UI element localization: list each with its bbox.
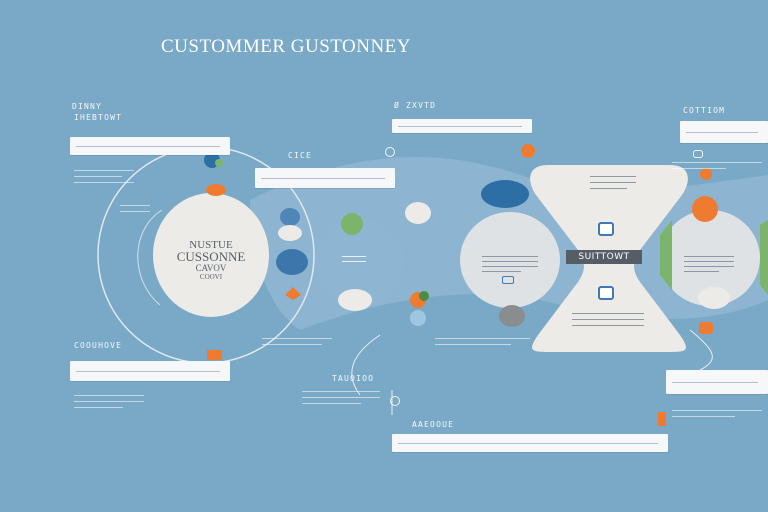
process-node-text xyxy=(482,256,538,272)
text-lines xyxy=(435,338,530,345)
green-wedge xyxy=(760,220,768,295)
orange-accent xyxy=(285,287,301,300)
bar-line xyxy=(76,146,220,147)
small-node-light xyxy=(278,225,302,241)
info-bar xyxy=(666,370,768,394)
label-bottom-caption: AAEOOUE xyxy=(412,420,455,429)
mid-circle xyxy=(316,218,404,306)
result-node-text xyxy=(684,256,734,272)
orange-accent xyxy=(521,144,535,158)
monitor-icon xyxy=(598,286,614,300)
label-top-right: COTTIOM xyxy=(683,106,726,115)
main-node-label: NUSTUE CUSSONNE CAVOV COOVI xyxy=(153,240,269,282)
diagram-title: CUSTOMMER GUSTONNEY xyxy=(160,36,412,57)
small-node-light xyxy=(698,287,730,309)
node-icon xyxy=(385,147,395,157)
main-node-line-3: CAVOV xyxy=(195,263,227,273)
bar-line xyxy=(686,132,758,133)
text-lines xyxy=(672,410,762,417)
label-bottom-middle: TAUOIOO xyxy=(332,374,375,383)
info-bar xyxy=(70,137,230,155)
small-node-light xyxy=(410,310,426,326)
main-node-line-4: COOVI xyxy=(199,273,223,281)
leaf-icon xyxy=(215,159,223,167)
orange-accent xyxy=(206,184,226,196)
connector-curve xyxy=(351,334,381,396)
hub-top-text xyxy=(590,176,636,189)
node-icon xyxy=(390,396,400,406)
label-top-middle: Ø ZXVTD xyxy=(394,101,437,110)
text-lines xyxy=(74,170,134,183)
bar-line xyxy=(672,382,758,383)
orange-accent xyxy=(207,350,222,360)
info-bar xyxy=(392,119,532,133)
text-lines xyxy=(120,205,150,212)
result-node xyxy=(660,210,760,306)
link-icon xyxy=(502,276,514,284)
green-node xyxy=(341,213,363,235)
small-node-light xyxy=(338,289,372,311)
hub-badge: SUITTOWT xyxy=(566,250,642,264)
info-bar xyxy=(70,361,230,381)
text-lines xyxy=(262,338,332,345)
node-icon xyxy=(693,150,703,158)
text-lines xyxy=(302,391,380,404)
info-bar xyxy=(680,121,768,143)
hub-bottom-text xyxy=(572,313,644,326)
label-top-left-2: IHEBTOWT xyxy=(74,113,123,122)
process-node xyxy=(460,212,560,308)
green-wedge xyxy=(660,220,672,290)
monitor-icon xyxy=(598,222,614,236)
mid-circle-text xyxy=(342,256,366,262)
text-lines xyxy=(74,395,144,408)
text-lines xyxy=(672,162,762,169)
orange-accent xyxy=(699,322,713,334)
main-node-line-2: CUSSONNE xyxy=(176,249,246,264)
small-node-blue xyxy=(276,249,308,275)
dark-node xyxy=(481,180,529,208)
connector-curve xyxy=(689,329,713,371)
orange-accent xyxy=(658,412,666,426)
bar-line xyxy=(261,178,385,179)
leaf-icon xyxy=(419,291,429,301)
bar-line xyxy=(398,443,658,444)
small-node-blue xyxy=(280,208,300,226)
label-small-middle: CICE xyxy=(288,151,313,160)
label-top-left-1: DINNY xyxy=(72,102,103,111)
connector-curve xyxy=(137,209,163,306)
small-node-light xyxy=(405,202,431,224)
orange-accent xyxy=(700,168,712,180)
orange-accent xyxy=(692,196,718,222)
info-bar xyxy=(392,434,668,452)
main-node-line-1: NUSTUE xyxy=(189,239,233,251)
label-bottom-left: COOUHOVE xyxy=(74,341,123,350)
gray-node xyxy=(499,305,525,327)
bar-line xyxy=(76,371,220,372)
bar-line xyxy=(398,126,522,127)
info-bar xyxy=(255,168,395,188)
main-node xyxy=(153,193,269,317)
